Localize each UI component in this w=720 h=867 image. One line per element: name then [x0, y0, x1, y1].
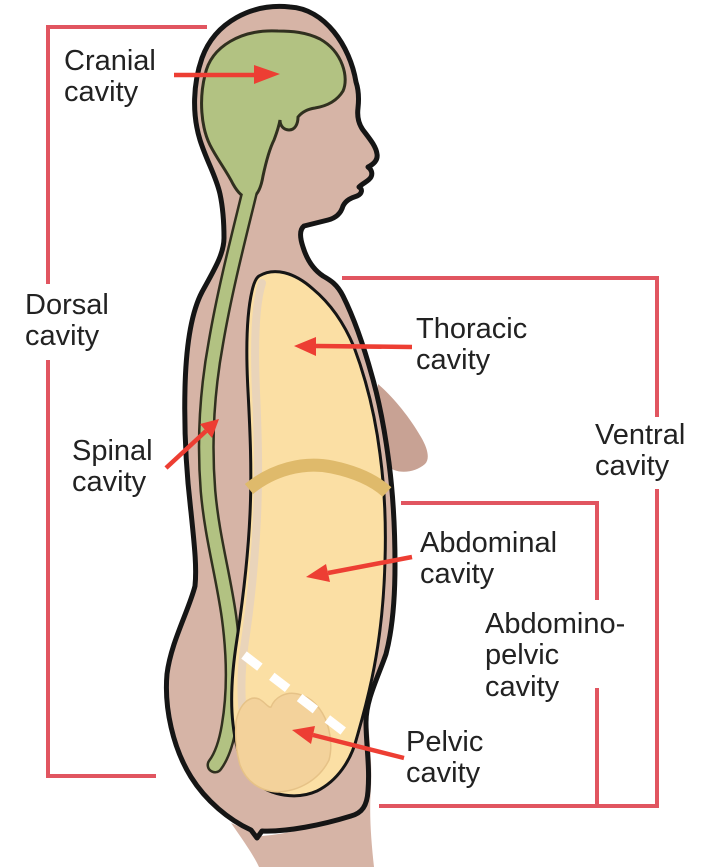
- bracket-group: [46, 25, 659, 808]
- label-pelvic-cavity: Pelvic cavity: [406, 726, 484, 790]
- pelvic-arrow-head: [292, 726, 315, 744]
- thoracic-arrow-head: [294, 337, 316, 356]
- abdominopelvic-divider-dashed-line: [241, 651, 354, 741]
- cranial-cavity-region: [200, 29, 347, 200]
- label-ventral-cavity: Ventral cavity: [595, 419, 686, 483]
- label-cranial-cavity: Cranial cavity: [64, 45, 156, 109]
- ventral-bracket-lower: [379, 489, 659, 808]
- ventral-bracket-upper: [342, 276, 659, 417]
- pelvic-arrow-line: [312, 732, 405, 761]
- label-spinal-cavity: Spinal cavity: [72, 435, 153, 499]
- spinal-arrow-line: [164, 429, 208, 470]
- arrow-group: [164, 65, 413, 761]
- diaphragm-band: [244, 458, 392, 497]
- spinal-arrow-head: [200, 419, 219, 438]
- label-dorsal-cavity: Dorsal cavity: [25, 289, 109, 353]
- abdominal-arrow-line: [327, 554, 413, 576]
- label-abdominal-cavity: Abdominal cavity: [420, 527, 558, 591]
- abdominopelvic-bracket-upper: [401, 501, 599, 600]
- dorsal-bracket-upper: [46, 25, 207, 284]
- thoracic-arrow-line: [315, 343, 413, 350]
- cranial-arrow-head: [254, 65, 280, 84]
- dorsal-bracket-lower: [46, 360, 156, 778]
- thigh-shape: [231, 719, 374, 867]
- label-abdominopelvic-cavity: Abdomino- pelvic cavity: [485, 608, 626, 703]
- ventral-cavity-region: [230, 270, 387, 798]
- label-thoracic-cavity: Thoracic cavity: [416, 313, 528, 377]
- abdominal-arrow-head: [306, 564, 330, 582]
- spinal-cavity-region: [200, 176, 258, 771]
